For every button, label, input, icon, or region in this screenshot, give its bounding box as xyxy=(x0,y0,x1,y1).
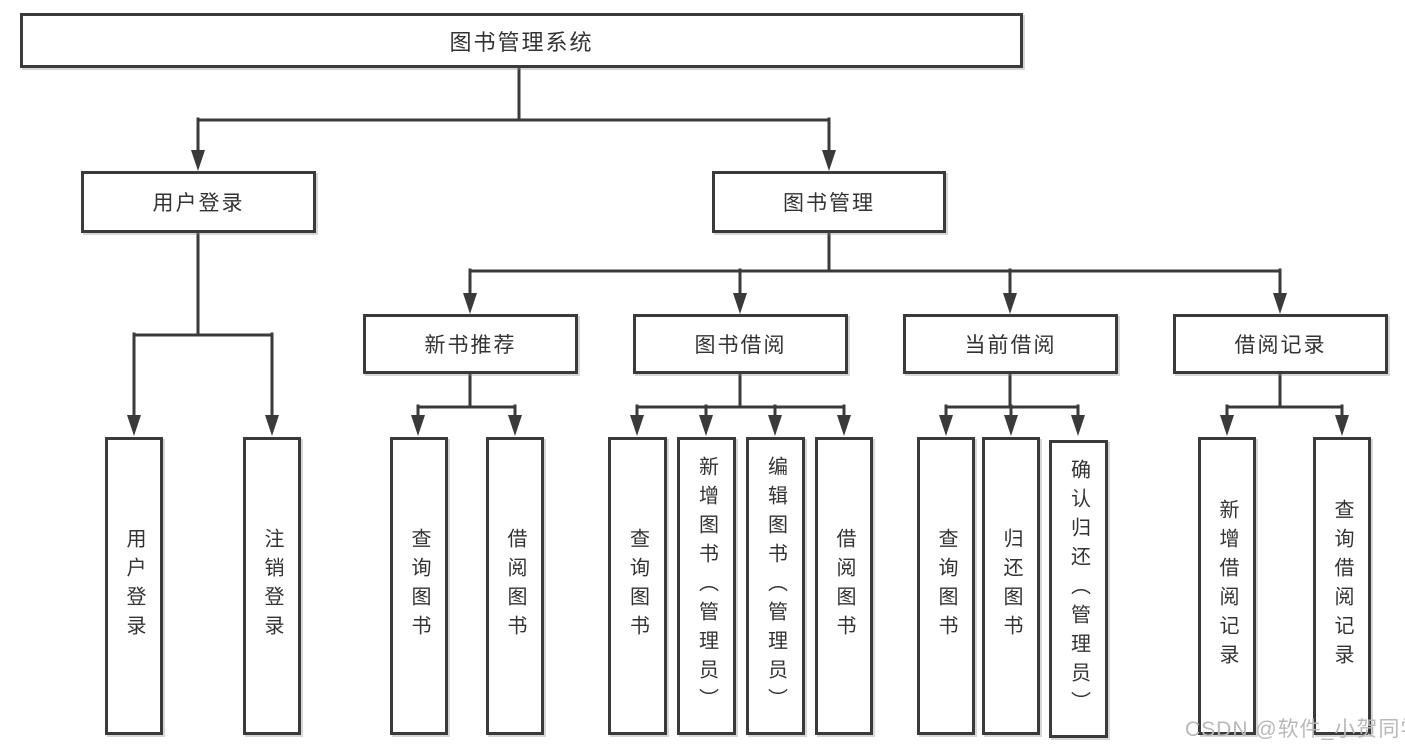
leaf-return-books: 归还图书 xyxy=(982,437,1040,735)
leaf-query-books-newbooks: 查询图书 xyxy=(390,437,448,735)
arrowhead-icon xyxy=(1335,415,1349,436)
arrowhead-icon xyxy=(768,415,782,436)
arrowhead-icon xyxy=(1071,415,1085,436)
node-user-login: 用户登录 xyxy=(81,171,316,233)
arrowhead-icon xyxy=(1220,415,1234,436)
leaf-borrow-books: 借阅图书 xyxy=(815,437,873,735)
leaf-query-books-borrow: 查询图书 xyxy=(608,437,667,735)
node-borrowing-records: 借阅记录 xyxy=(1173,314,1388,374)
node-book-borrowing: 图书借阅 xyxy=(633,314,848,374)
arrowhead-icon xyxy=(191,150,205,171)
node-library-management-system: 图书管理系统 xyxy=(20,13,1023,68)
connector-root-to-level2 xyxy=(196,66,831,154)
leaf-confirm-return-admin: 确认归还（管理员） xyxy=(1049,440,1108,738)
node-new-book-recommendation: 新书推荐 xyxy=(363,314,578,374)
arrowhead-icon xyxy=(630,415,644,436)
arrowhead-icon xyxy=(411,415,425,436)
connector-bookmgmt-to-level3 xyxy=(468,231,1282,297)
leaf-add-borrow-record: 新增借阅记录 xyxy=(1198,437,1256,735)
leaf-borrow-books-newbooks: 借阅图书 xyxy=(486,437,544,735)
arrowhead-icon xyxy=(463,293,477,314)
leaf-query-books-current: 查询图书 xyxy=(917,437,975,735)
connector-userlogin-to-leaves xyxy=(132,231,274,419)
arrowhead-icon xyxy=(127,415,141,436)
arrowheads xyxy=(127,150,1349,436)
leaf-query-borrow-record: 查询借阅记录 xyxy=(1313,437,1371,735)
arrowhead-icon xyxy=(508,415,522,436)
arrowhead-icon xyxy=(837,415,851,436)
arrowhead-icon xyxy=(265,415,279,436)
arrowhead-icon xyxy=(1003,293,1017,314)
connector-current-to-leaves xyxy=(944,372,1080,420)
arrowhead-icon xyxy=(1004,415,1018,436)
arrowhead-icon xyxy=(822,150,836,171)
connector-records-to-leaves xyxy=(1225,372,1344,420)
arrowhead-icon xyxy=(1273,293,1287,314)
connector-newbooks-to-leaves xyxy=(416,372,517,420)
csdn-watermark: CSDN @软件_小贺同学 xyxy=(1185,718,1405,741)
connector-borrow-to-leaves xyxy=(635,372,846,420)
arrowhead-icon xyxy=(733,293,747,314)
leaf-user-login: 用户登录 xyxy=(105,437,163,735)
node-current-borrowing: 当前借阅 xyxy=(903,314,1118,374)
arrowhead-icon xyxy=(699,415,713,436)
node-book-management: 图书管理 xyxy=(712,171,946,233)
leaf-logout: 注销登录 xyxy=(243,437,301,735)
leaf-edit-books-admin: 编辑图书（管理员） xyxy=(746,437,805,735)
leaf-add-books-admin: 新增图书（管理员） xyxy=(677,437,736,735)
arrowhead-icon xyxy=(939,415,953,436)
